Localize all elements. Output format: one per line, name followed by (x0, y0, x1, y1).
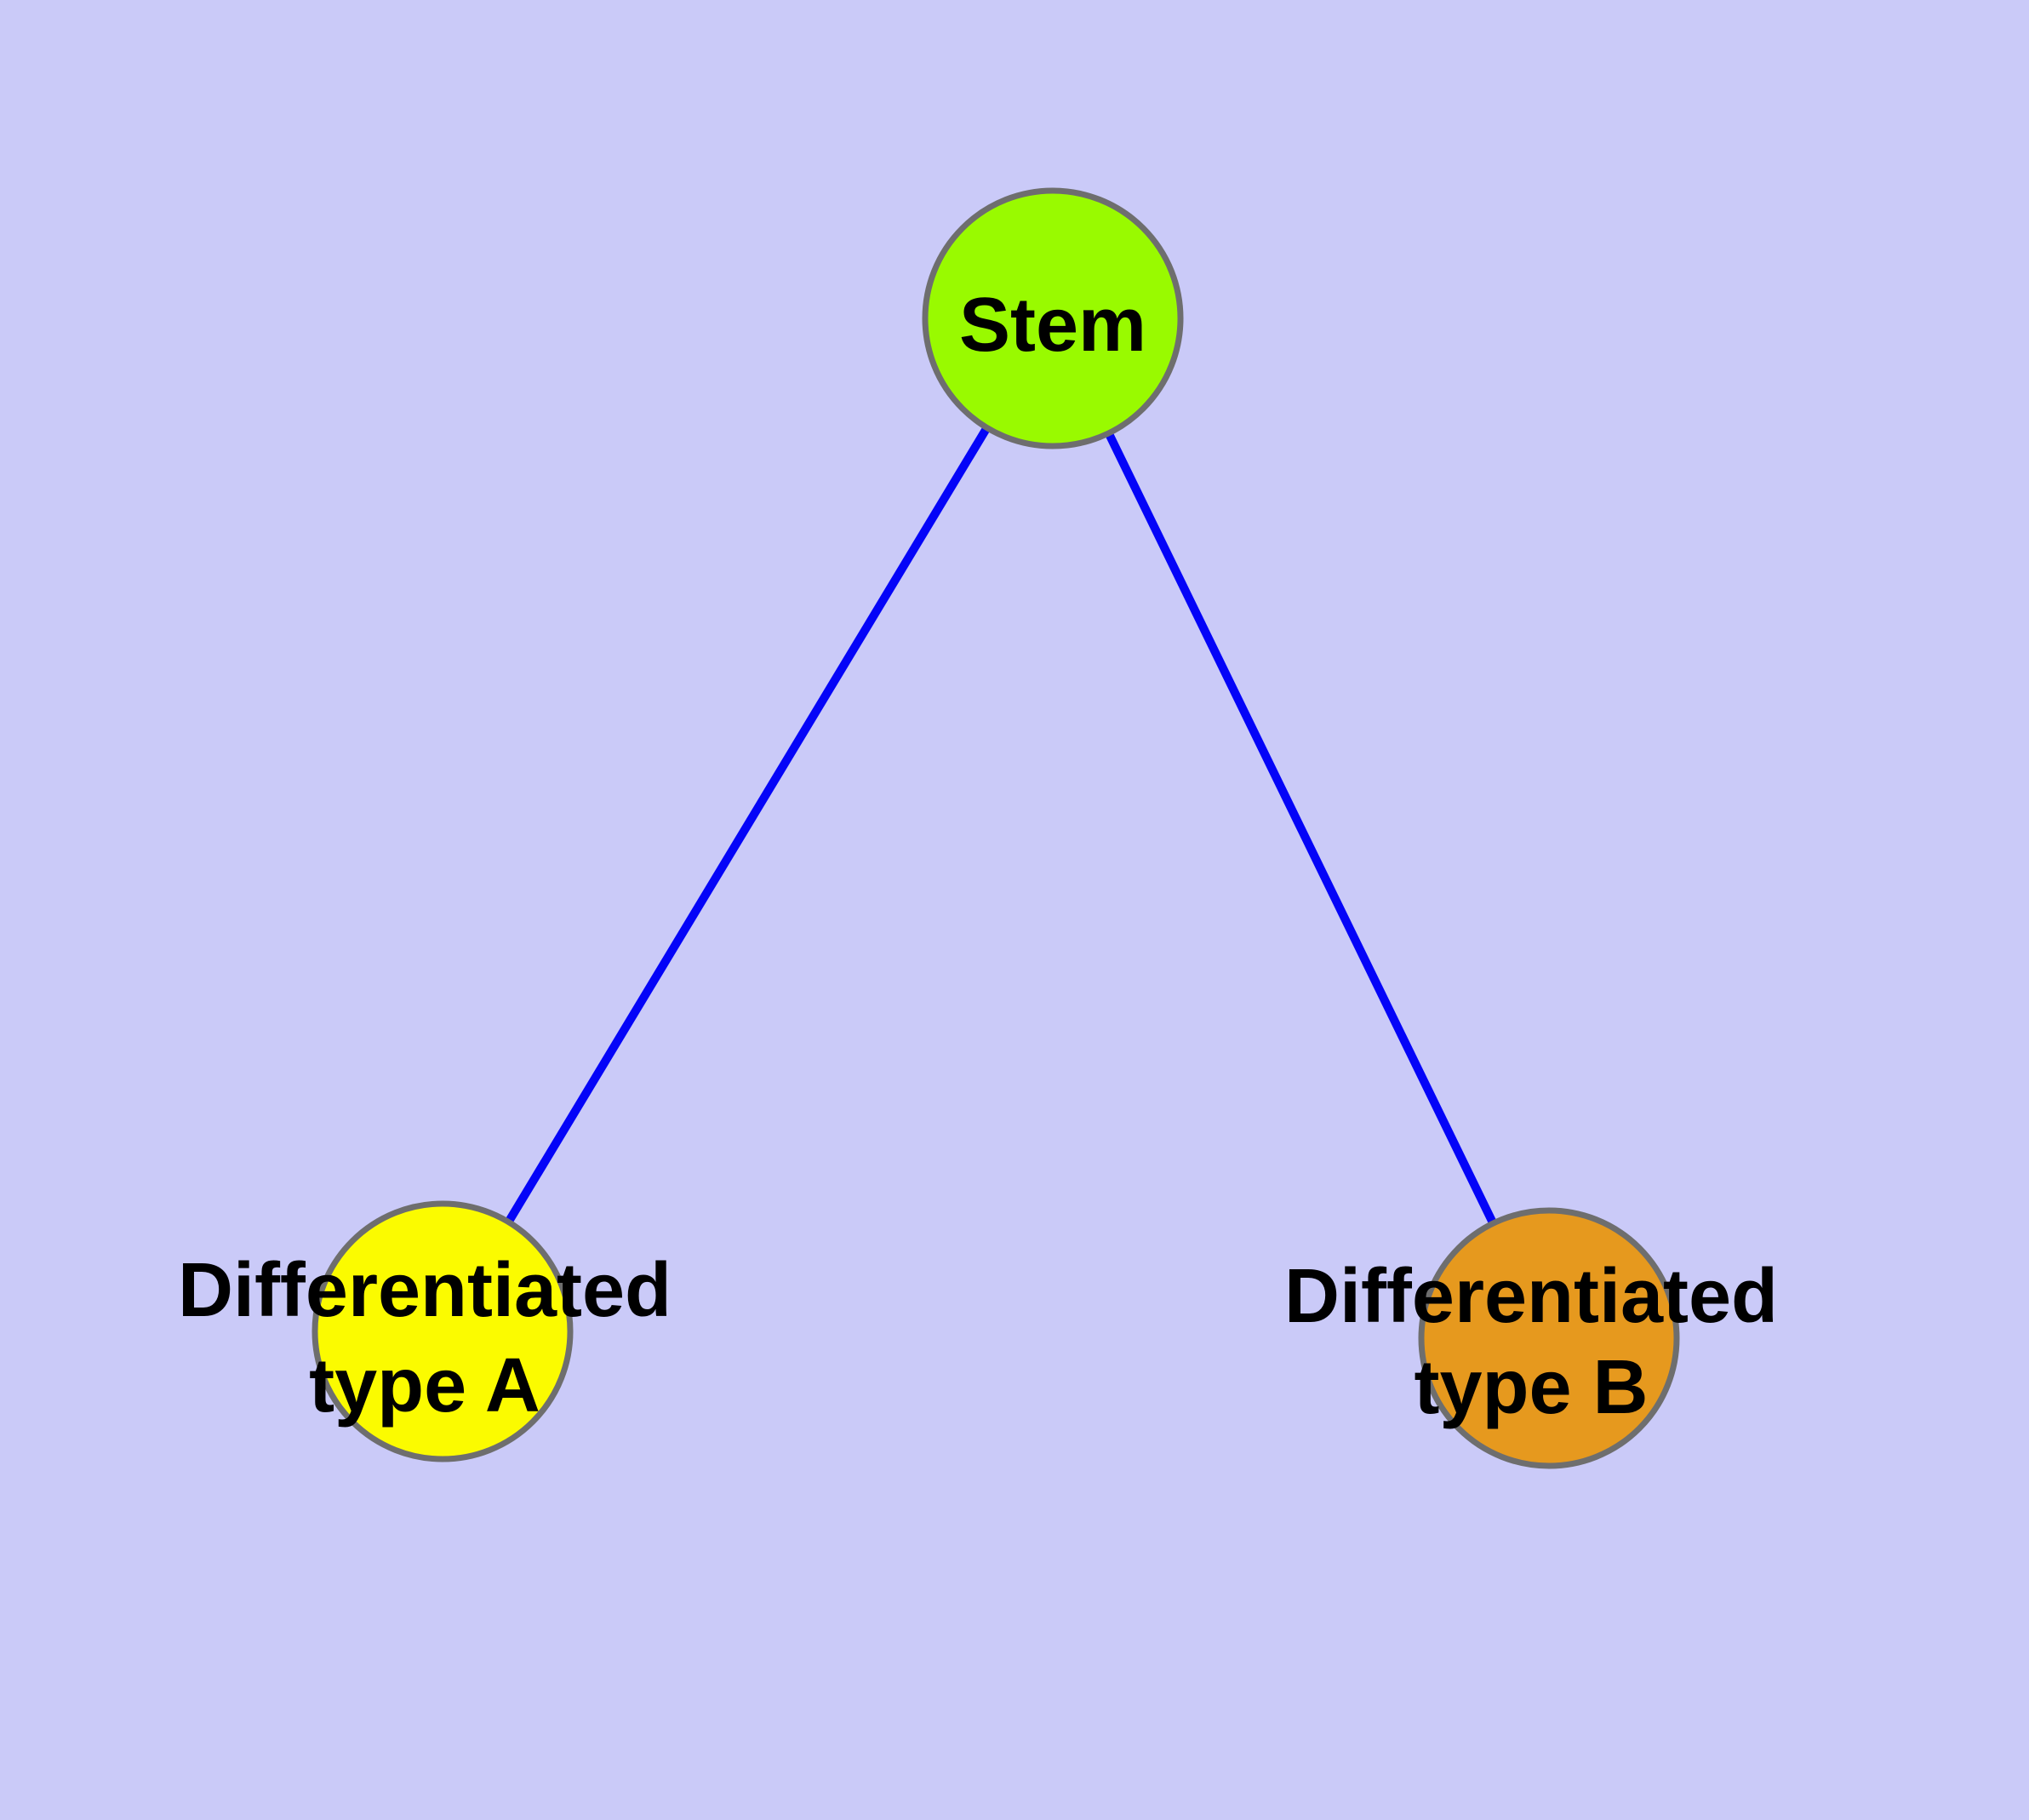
edge-stem-to-type-b (1049, 316, 1553, 1341)
node-stem-circle[interactable] (922, 187, 1184, 449)
node-stem-label: Stem (959, 283, 1146, 368)
node-differentiated-type-a[interactable]: Differentiated type A (178, 1200, 672, 1462)
node-differentiated-type-b-label-line1: Differentiated (1284, 1254, 1778, 1339)
edge-stem-to-type-a (438, 316, 1057, 1334)
node-differentiated-type-b[interactable]: Differentiated type B (1284, 1207, 1778, 1469)
node-differentiated-type-a-circle[interactable] (311, 1200, 574, 1462)
node-differentiated-type-a-label-line2: type A (309, 1343, 540, 1428)
node-stem[interactable]: Stem (922, 187, 1184, 449)
node-differentiated-type-b-label-line2: type B (1414, 1345, 1648, 1430)
edge-layer (438, 316, 1553, 1341)
node-differentiated-type-b-circle[interactable] (1418, 1207, 1680, 1469)
node-differentiated-type-a-label-line1: Differentiated (178, 1248, 672, 1333)
